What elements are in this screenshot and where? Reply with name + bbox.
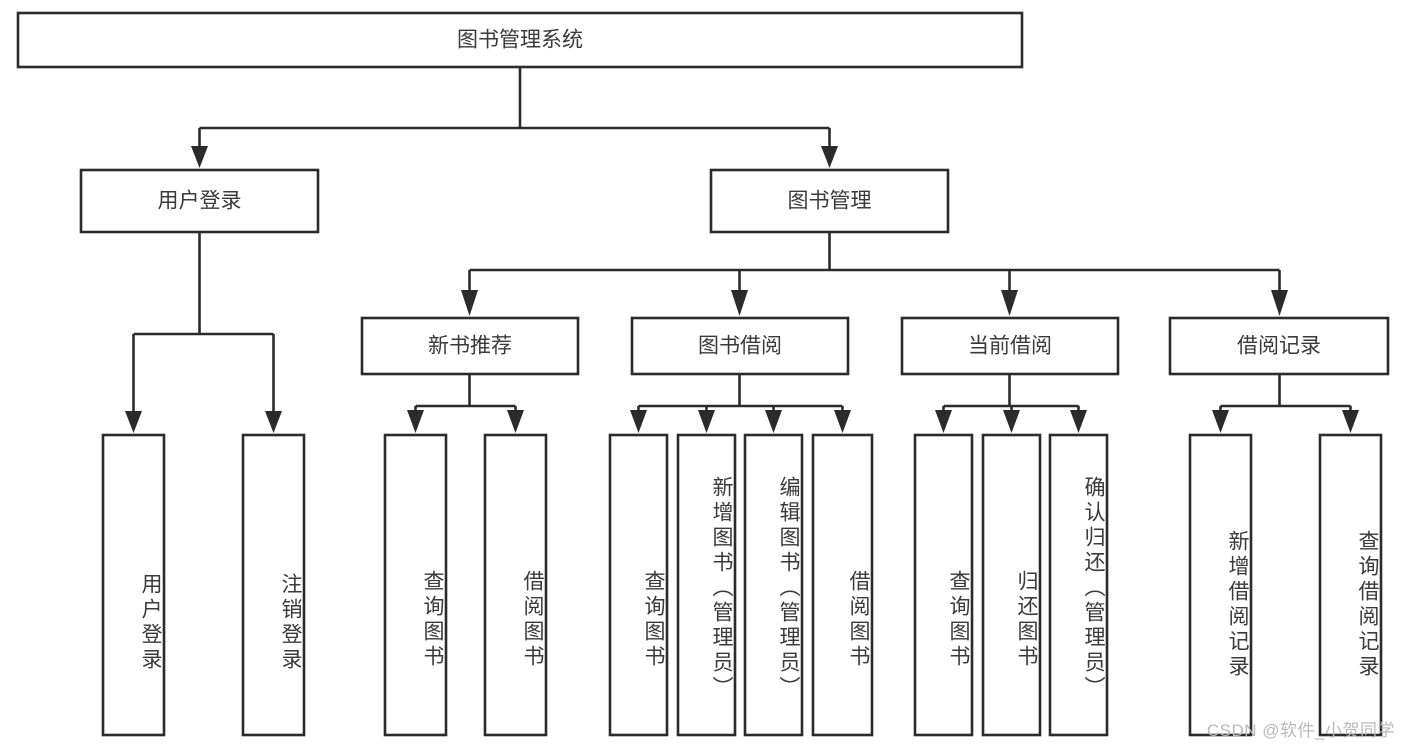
arrow-head-icon (1003, 410, 1020, 433)
node-borrow-record-label: 借阅记录 (1237, 335, 1321, 358)
leaf-box-confirm-return-admin[interactable] (1048, 433, 1109, 737)
arrow-head-icon (834, 410, 851, 433)
node-user-login[interactable]: 用户登录 (79, 168, 320, 234)
node-root-label: 图书管理系统 (457, 29, 583, 52)
node-current-borrow[interactable]: 当前借阅 (900, 316, 1120, 376)
arrow-head-icon (507, 410, 524, 433)
arrow-head-icon (731, 290, 748, 316)
arrow-head-icon (265, 411, 282, 433)
node-new-book-recommend-box[interactable] (360, 316, 580, 376)
arrow-head-icon (461, 290, 478, 316)
arrow-head-icon (765, 410, 782, 433)
arrow-head-icon (125, 411, 142, 433)
leaf-box-add-borrow-record[interactable] (1188, 433, 1253, 737)
node-root[interactable]: 图书管理系统 (16, 11, 1024, 69)
leaf-box-query-book-borrow[interactable] (608, 433, 669, 737)
node-current-borrow-box[interactable] (900, 316, 1120, 376)
leaf-box-add-book-admin[interactable] (676, 433, 737, 737)
leaf-box-query-borrow-record[interactable] (1318, 433, 1383, 737)
leaf-box-return-book[interactable] (981, 433, 1042, 737)
leaf-box-user-login[interactable] (101, 433, 166, 737)
arrow-head-icon (1070, 410, 1087, 433)
node-root-box[interactable] (16, 11, 1024, 69)
node-new-book-recommend-label: 新书推荐 (428, 335, 512, 358)
arrow-head-icon (1342, 410, 1359, 433)
arrow-head-icon (1212, 410, 1229, 433)
arrow-head-icon (407, 410, 424, 433)
arrow-head-icon (1271, 290, 1288, 316)
node-current-borrow-label: 当前借阅 (968, 335, 1052, 358)
arrow-head-icon (630, 410, 647, 433)
leaf-box-borrow-book[interactable] (811, 433, 874, 737)
node-book-borrow-box[interactable] (630, 316, 850, 376)
leaf-box-layer (101, 433, 1383, 737)
leaf-box-borrow-book-new[interactable] (483, 433, 548, 737)
node-borrow-record[interactable]: 借阅记录 (1168, 316, 1390, 376)
connector-layer (125, 67, 1359, 433)
node-user-login-box[interactable] (79, 168, 320, 234)
arrow-head-icon (1001, 290, 1018, 316)
leaf-box-query-book-current[interactable] (913, 433, 974, 737)
node-user-login-label: 用户登录 (158, 190, 242, 213)
arrow-head-icon (935, 410, 952, 433)
leaf-box-logout[interactable] (241, 433, 306, 737)
node-book-management-label: 图书管理 (788, 190, 872, 213)
node-borrow-record-box[interactable] (1168, 316, 1390, 376)
node-new-book-recommend[interactable]: 新书推荐 (360, 316, 580, 376)
arrow-head-icon (191, 146, 208, 168)
arrow-head-icon (698, 410, 715, 433)
node-book-borrow-label: 图书借阅 (698, 335, 782, 358)
node-book-borrow[interactable]: 图书借阅 (630, 316, 850, 376)
leaf-box-query-book-new[interactable] (383, 433, 448, 737)
node-book-management[interactable]: 图书管理 (709, 168, 950, 234)
leaf-box-edit-book-admin[interactable] (743, 433, 804, 737)
arrow-head-icon (821, 146, 838, 168)
csdn-watermark: CSDN @软件_小贺同学 (1206, 721, 1395, 740)
node-book-management-box[interactable] (709, 168, 950, 234)
